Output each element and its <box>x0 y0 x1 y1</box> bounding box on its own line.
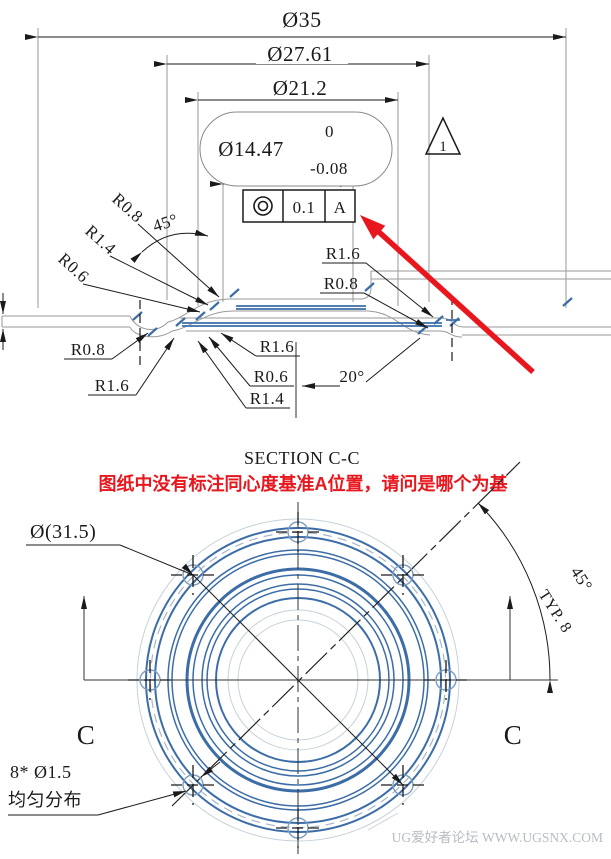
callout-r08-r: R0.8 <box>324 274 359 293</box>
callout-r08-rot: R0.8 <box>108 189 146 226</box>
stray-line <box>367 812 399 831</box>
extension-lines <box>37 28 567 308</box>
section-cut-marks: C C <box>77 596 523 750</box>
dim-d212: Ø21.2 <box>273 76 327 100</box>
angle-20-callout: 20° <box>302 337 421 389</box>
callout-r14-bm: R1.4 <box>250 389 285 408</box>
callout-r14-rot: R1.4 <box>81 221 119 258</box>
feature-control-frame: 0.1 A <box>242 189 356 223</box>
callout-r06-rot: R0.6 <box>54 249 92 286</box>
profile-section-lines <box>182 305 460 327</box>
question-text: 图纸中没有标注同心度基准A位置，请问是哪个为基 <box>99 473 509 494</box>
fcf-datum: A <box>334 198 347 217</box>
red-arrow-head <box>360 215 386 240</box>
revision-triangle: 1 <box>424 116 462 155</box>
cut-letter-left: C <box>77 720 96 750</box>
typ-angle-value: 45° <box>567 563 597 595</box>
cut-letter-right: C <box>504 720 523 750</box>
profile-centerlines <box>139 296 453 418</box>
profile-outline <box>1 270 611 338</box>
radius-callouts-right: R1.6 R0.8 <box>320 244 434 329</box>
section-title: SECTION C-C <box>244 448 360 468</box>
dim-d2761: Ø27.61 <box>267 42 332 66</box>
radius-callouts-rotated: R0.8 R1.4 R0.6 45° <box>54 189 220 313</box>
dimension-texts: Ø35 Ø27.61 Ø21.2 <box>256 6 348 100</box>
hole-pattern-line2: 均匀分布 <box>8 790 82 810</box>
callout-r08-bl: R0.8 <box>71 340 106 359</box>
watermark-text: UG爱好者论坛 WWW.UGSNX.COM <box>392 830 603 845</box>
fcf-tolerance: 0.1 <box>293 198 316 217</box>
concentricity-icon <box>253 196 273 216</box>
angle-45-label: 45° <box>150 210 180 236</box>
typ-angle-dim: 45° TYP. 8 <box>477 502 597 694</box>
section-view: Ø35 Ø27.61 Ø21.2 Ø14.47 0 -0.08 1 0. <box>0 6 611 468</box>
tolerance-upper: 0 <box>325 122 334 141</box>
hole-pattern-line1: 8* Ø1.5 <box>10 762 72 782</box>
callout-r06-bm: R0.6 <box>254 367 289 386</box>
bolt-circle-dim: Ø(31.5) <box>26 521 404 786</box>
callout-r16-r: R1.6 <box>326 244 361 263</box>
hole-pattern-callout: 8* Ø1.5 均匀分布 <box>8 761 221 816</box>
hole-dim-value: Ø14.47 <box>218 137 283 161</box>
radius-callouts-bottom-left: R0.8 R1.6 <box>64 332 175 396</box>
angle-20-label: 20° <box>339 367 364 386</box>
bolt-circle-dia-label: Ø(31.5) <box>30 521 96 543</box>
tolerance-lower: -0.08 <box>310 159 348 178</box>
callout-r16-bl: R1.6 <box>95 376 130 395</box>
radius-callouts-bottom-mid: R1.6 R0.6 R1.4 <box>197 332 300 409</box>
dim-d35: Ø35 <box>282 7 321 32</box>
plan-view: Ø(31.5) 45° TYP. 8 C C 8* Ø1.5 均匀分布 <box>8 461 597 858</box>
hole-dim-balloon: Ø14.47 0 -0.08 <box>199 111 393 187</box>
callout-r16-bm: R1.6 <box>260 337 295 356</box>
revision-number: 1 <box>439 139 447 155</box>
red-arrow-annotation <box>360 215 535 375</box>
